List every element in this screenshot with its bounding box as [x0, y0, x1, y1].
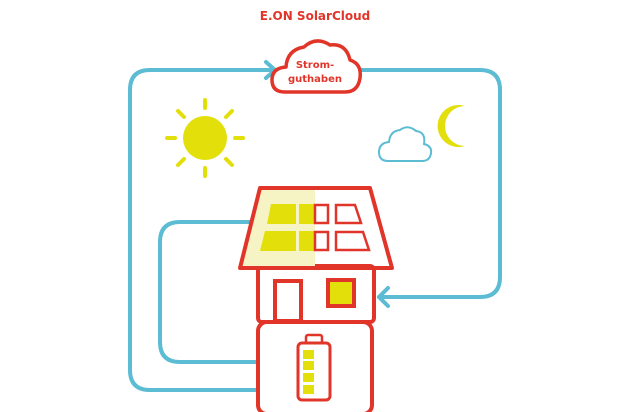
sun-icon: [165, 98, 245, 178]
roof: [238, 186, 394, 270]
door: [273, 279, 303, 323]
roof-sunlit-half: [240, 188, 315, 268]
window: [326, 278, 356, 308]
strom-guthaben-cloud: Strom- guthaben: [270, 39, 363, 94]
flow-line-roof-to-battery: [158, 220, 297, 364]
flow-line-cloud-to-house: [354, 68, 502, 299]
solar-panels-active: [260, 204, 314, 251]
cloud-label-line2: guthaben: [288, 74, 342, 85]
arrow-into-house-icon: [377, 286, 390, 308]
solar-panels-inactive: [313, 203, 371, 252]
moon-icon: [437, 105, 465, 147]
diagram-title: E.ON SolarCloud: [260, 9, 371, 23]
flow-line-grid-to-cloud: [128, 68, 300, 392]
house: [238, 186, 394, 412]
night-cloud-icon: [377, 126, 433, 162]
battery-icon: [296, 333, 332, 402]
cloud-label-line1: Strom-: [296, 60, 334, 71]
